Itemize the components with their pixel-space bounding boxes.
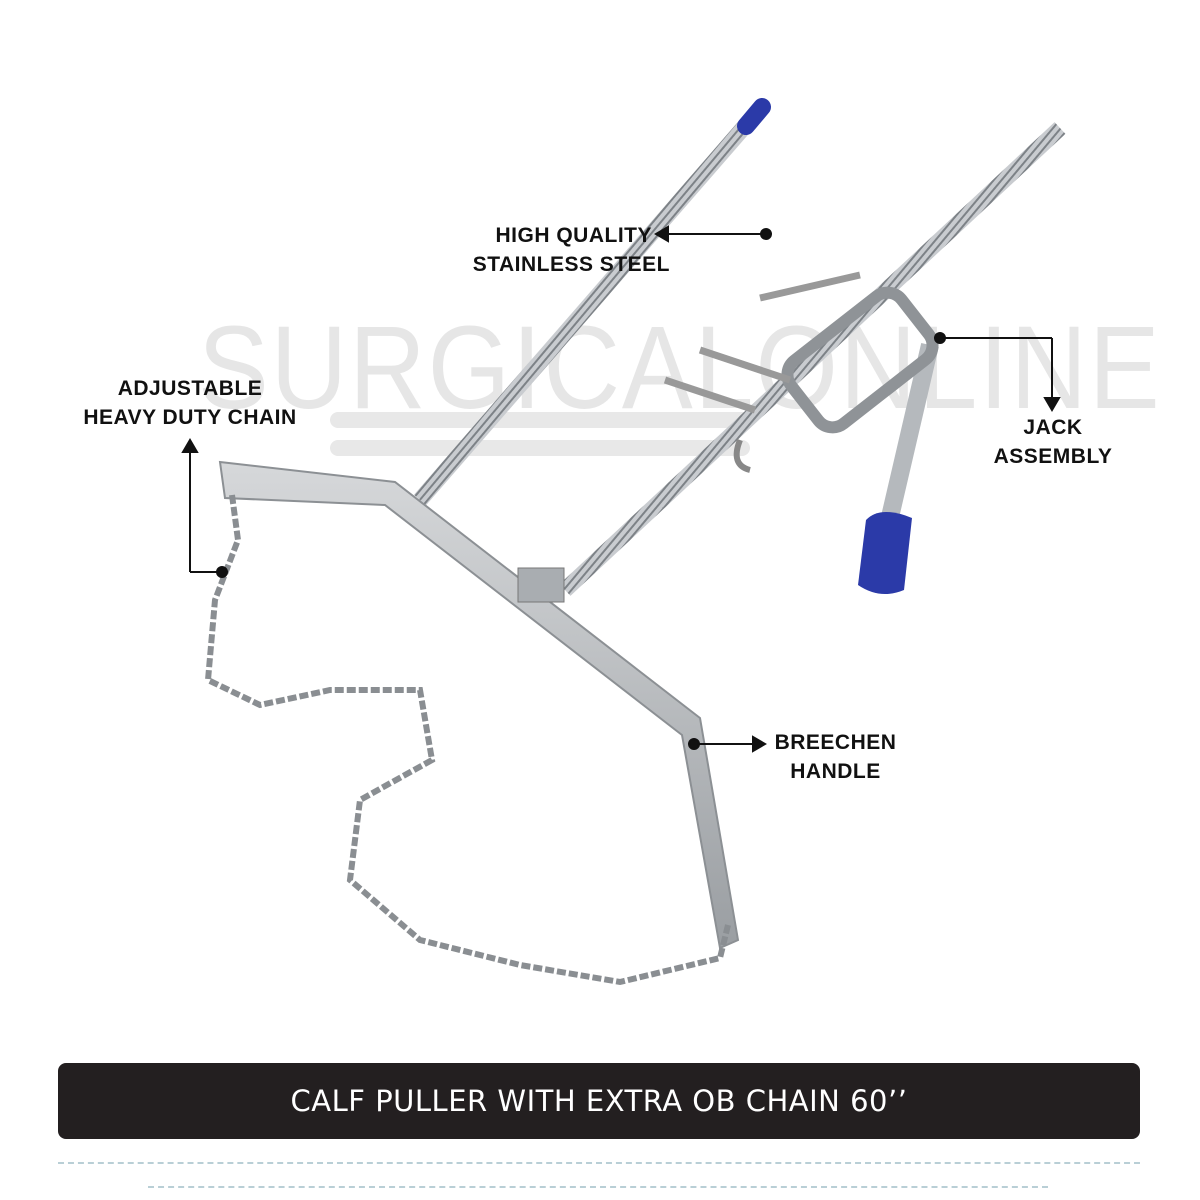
label-jack-assembly: JACK ASSEMBLY xyxy=(973,413,1133,471)
watermark-bar xyxy=(330,440,750,456)
label-line: HEAVY DUTY CHAIN xyxy=(83,406,297,429)
label-line: JACK xyxy=(1023,416,1083,439)
label-line: ASSEMBLY xyxy=(993,445,1113,468)
chain xyxy=(204,494,731,986)
divider xyxy=(58,1162,1140,1164)
threaded-rod xyxy=(413,112,759,506)
product-title: CALF PULLER WITH EXTRA OB CHAIN 60’’ xyxy=(290,1084,908,1118)
rod-clamp xyxy=(517,567,565,603)
label-line: HANDLE xyxy=(790,760,881,783)
title-banner: CALF PULLER WITH EXTRA OB CHAIN 60’’ xyxy=(58,1063,1140,1139)
divider xyxy=(148,1186,1048,1188)
label-line: STAINLESS STEEL xyxy=(472,253,670,276)
label-line: HIGH QUALITY xyxy=(495,224,652,247)
label-chain: ADJUSTABLE HEAVY DUTY CHAIN xyxy=(40,374,340,432)
label-line: BREECHEN xyxy=(774,731,897,754)
callout-lines xyxy=(181,225,1061,753)
rod-cap xyxy=(737,98,771,135)
breechen-bar xyxy=(218,460,740,950)
watermark-bar xyxy=(330,412,750,428)
label-breechen-handle: BREECHEN HANDLE xyxy=(768,728,903,786)
threaded-rod xyxy=(559,122,1066,596)
label-line: ADJUSTABLE xyxy=(117,377,263,400)
label-stainless-steel: HIGH QUALITY STAINLESS STEEL xyxy=(452,221,670,279)
jack-assembly xyxy=(663,271,939,594)
